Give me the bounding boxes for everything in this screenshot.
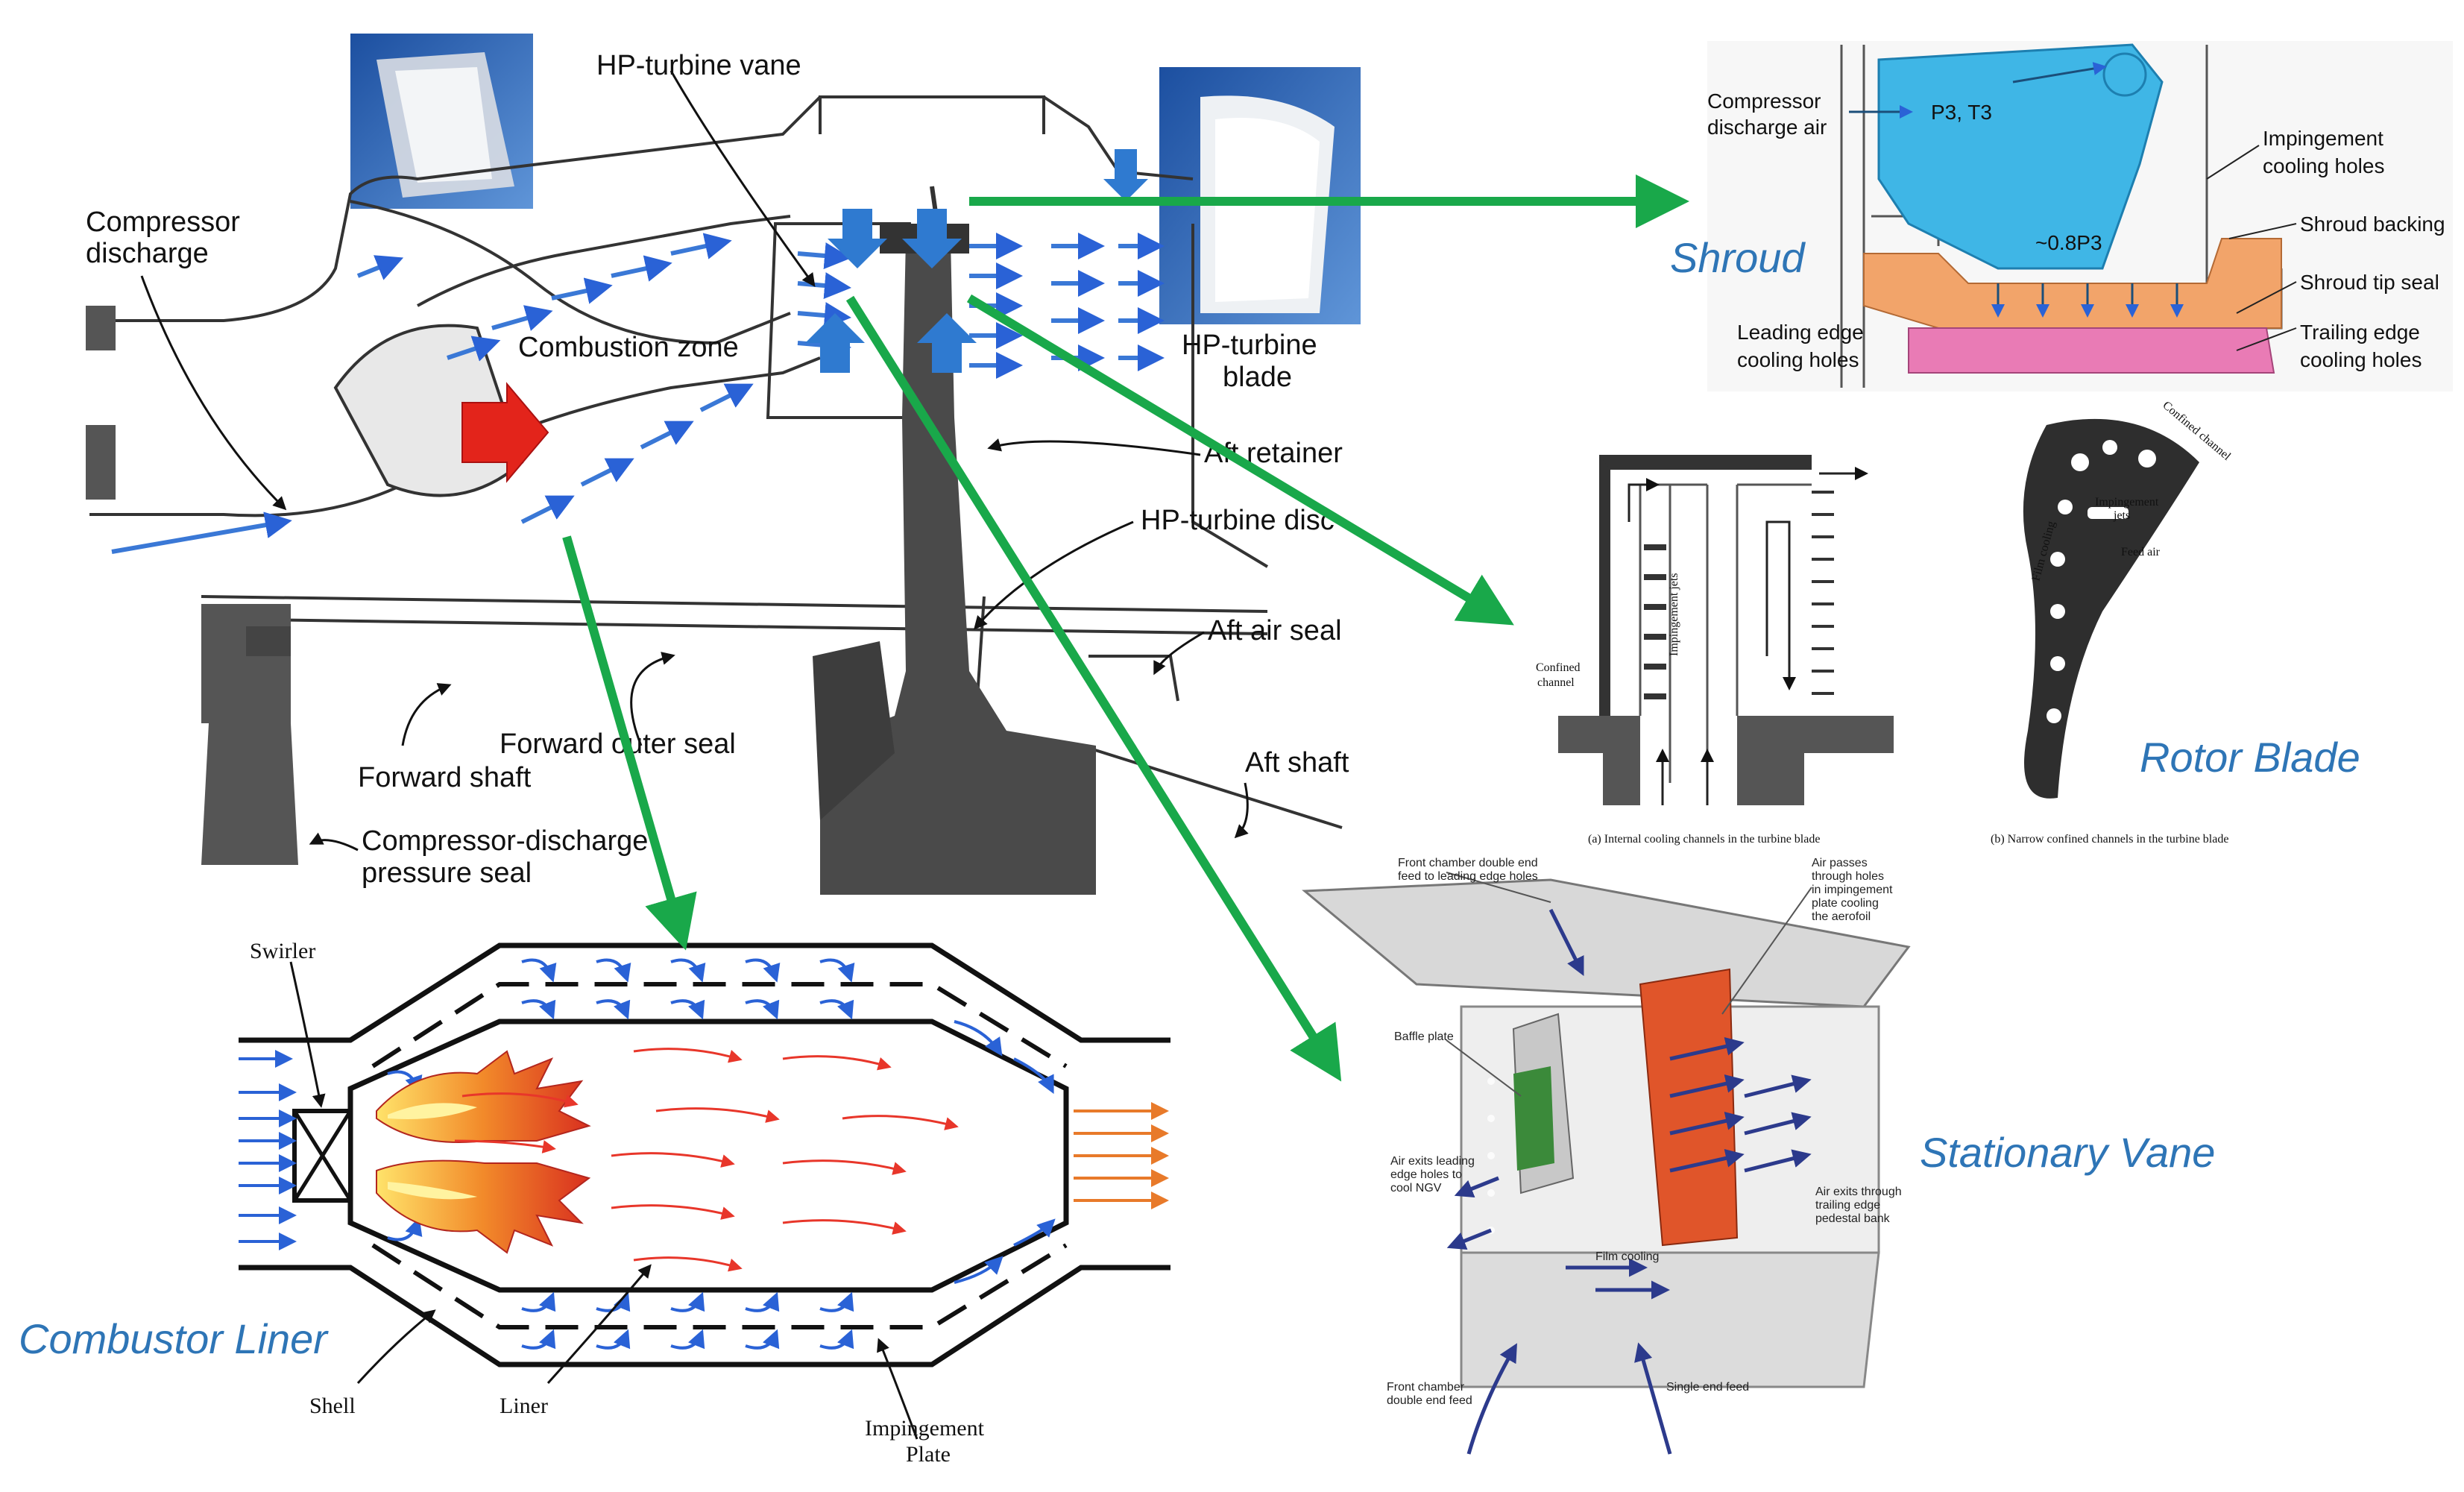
vane-label-front-double-2: double end feed	[1387, 1394, 1472, 1407]
shroud-bolt	[2102, 52, 2147, 97]
combustor-labels: Swirler Shell Liner Impingement Plate	[250, 939, 985, 1467]
combustor-label-swirler: Swirler	[250, 939, 315, 963]
shroud-label-te-1: Trailing edge	[2300, 321, 2420, 344]
engine-combustor	[333, 324, 549, 497]
vane-photo	[350, 34, 533, 209]
rotor-label-imp-jets-2: jets	[2113, 509, 2130, 522]
rotor-airfoil	[2023, 418, 2199, 799]
label-aft-air-seal: Aft air seal	[1208, 615, 1342, 646]
shroud-section: Compressor discharge air P3, T3 ~0.8P3 I…	[1670, 41, 2453, 391]
engine-section: HP-turbine vane Compressor discharge Com…	[86, 34, 1361, 895]
shroud-label-p3t3: P3, T3	[1931, 101, 1992, 124]
combustor-leaders	[289, 961, 919, 1440]
vane-section: Front chamber double end feed to leading…	[1302, 857, 2215, 1455]
shroud-label-te-2: cooling holes	[2300, 348, 2422, 371]
swirler-cross	[292, 1109, 353, 1202]
shroud-air-cavity	[1877, 43, 2164, 270]
shroud-label-backing: Shroud backing	[2300, 213, 2445, 236]
engine-labels: HP-turbine vane Compressor discharge Com…	[86, 50, 1349, 889]
shroud-label-compressor-2: discharge air	[1707, 116, 1827, 139]
shroud-flow-arrows	[1849, 62, 2184, 318]
shroud-title: Shroud	[1670, 234, 1806, 281]
vane-label-film-cooling: Film cooling	[1595, 1250, 1659, 1263]
vane-label-air-exits-le-3: cool NGV	[1390, 1182, 1442, 1194]
combustor-label-shell: Shell	[309, 1394, 356, 1418]
vane-label-air-passes-3: in impingement	[1812, 884, 1893, 896]
combustor-section: Swirler Shell Liner Impingement Plate Co…	[19, 939, 1170, 1467]
shroud-label-le-2: cooling holes	[1737, 348, 1859, 371]
vane-label-air-exits-le-2: edge holes to	[1390, 1168, 1462, 1181]
combustor-shell	[239, 942, 1170, 1367]
label-cd-pressure-seal-1: Compressor-discharge	[362, 825, 648, 857]
label-cd-pressure-seal-2: pressure seal	[362, 857, 532, 889]
rotor-caption-b: (b) Narrow confined channels in the turb…	[1991, 833, 2228, 846]
vane-label-front-chamber-2: feed to leading edge holes	[1398, 870, 1538, 883]
label-forward-outer-seal: Forward outer seal	[500, 728, 736, 760]
shroud-label-impingement-2: cooling holes	[2263, 154, 2384, 177]
label-compressor-discharge-2: discharge	[86, 238, 209, 269]
rotor-label-feed-air: Feed air	[2121, 546, 2161, 558]
engine-big-blue-arrows	[805, 149, 1148, 373]
vane-label-baffle-plate: Baffle plate	[1394, 1030, 1454, 1043]
shroud-label-le-1: Leading edge	[1737, 321, 1864, 344]
rotor-label-confined-1: Confined	[1536, 661, 1581, 674]
shroud-label-tip-seal: Shroud tip seal	[2300, 271, 2439, 294]
label-hp-turbine-vane: HP-turbine vane	[596, 50, 801, 81]
rotor-caption-a: (a) Internal cooling channels in the tur…	[1588, 833, 1820, 846]
shroud-label-impingement-1: Impingement	[2263, 127, 2383, 150]
vane-labels: Front chamber double end feed to leading…	[1387, 857, 1902, 1407]
arrow-to-combustor	[562, 535, 697, 951]
vane-label-air-exits-te-3: pedestal bank	[1815, 1212, 1891, 1225]
combustor-hot-flow	[454, 1048, 959, 1272]
label-hp-turbine-blade-1: HP-turbine	[1182, 330, 1317, 361]
label-combustion-zone: Combustion zone	[518, 332, 739, 363]
rotor-label-imp-jets-1: Impingement	[2095, 496, 2159, 509]
vane-flow-arrows	[1446, 908, 1812, 1455]
combustor-impingement-plate	[371, 982, 1068, 1329]
blade-photo	[1159, 67, 1361, 324]
shroud-label-p08: ~0.8P3	[2035, 231, 2102, 254]
combustor-flames	[376, 1050, 591, 1254]
combustor-label-impingement-1: Impingement	[865, 1416, 985, 1441]
rotor-title: Rotor Blade	[2140, 734, 2360, 781]
rotor-section: Confined channel Impingement jets (a) In…	[1536, 399, 2360, 846]
arrow-to-rotor	[966, 294, 1514, 626]
engine-leaders	[140, 70, 1249, 852]
rotor-label-confined-2: channel	[1537, 676, 1575, 689]
vane-label-front-chamber-1: Front chamber double end	[1398, 857, 1538, 869]
compressor-stages	[86, 306, 298, 865]
vane-label-single-end-feed: Single end feed	[1666, 1381, 1749, 1394]
vane-label-air-passes-2: through holes	[1812, 870, 1884, 883]
green-connector-arrows	[562, 174, 1689, 1082]
label-forward-shaft: Forward shaft	[358, 762, 532, 793]
label-hp-turbine-disc: HP-turbine disc	[1141, 505, 1335, 536]
shroud-labels: Compressor discharge air P3, T3 ~0.8P3 I…	[1707, 89, 2445, 371]
arrow-to-vane	[845, 295, 1342, 1082]
combustor-title: Combustor Liner	[19, 1315, 329, 1362]
label-compressor-discharge-1: Compressor	[86, 207, 240, 238]
shroud-label-compressor-1: Compressor	[1707, 89, 1821, 113]
label-aft-shaft: Aft shaft	[1245, 747, 1349, 778]
label-hp-turbine-blade-2: blade	[1223, 362, 1292, 393]
shroud-leaders	[2206, 145, 2297, 351]
rotor-label-impingement-jets: Impingement jets	[1668, 573, 1680, 656]
combustor-exit-arrows	[1074, 1102, 1169, 1209]
vane-label-air-exits-le-1: Air exits leading	[1390, 1155, 1475, 1168]
vane-label-air-passes-1: Air passes	[1812, 857, 1868, 869]
vane-leaders	[1446, 872, 1812, 1097]
shroud-tip-seal	[1908, 327, 2275, 374]
engine-cooling-flow	[111, 233, 1165, 554]
vane-label-air-passes-5: the aerofoil	[1812, 910, 1871, 923]
combustor-label-liner: Liner	[500, 1394, 548, 1418]
vane-label-air-exits-te-2: trailing edge	[1815, 1199, 1880, 1212]
rotor-internal-channels	[1558, 455, 1894, 805]
combustor-label-impingement-2: Plate	[906, 1442, 951, 1467]
vane-label-air-passes-4: plate cooling	[1812, 897, 1879, 910]
vane-label-front-double-1: Front chamber	[1387, 1381, 1465, 1394]
turbine-disc	[813, 186, 1096, 895]
combustor-air-arrows	[239, 958, 1056, 1350]
vane-label-air-exits-te-1: Air exits through	[1815, 1186, 1902, 1198]
vane-title: Stationary Vane	[1920, 1129, 2215, 1176]
